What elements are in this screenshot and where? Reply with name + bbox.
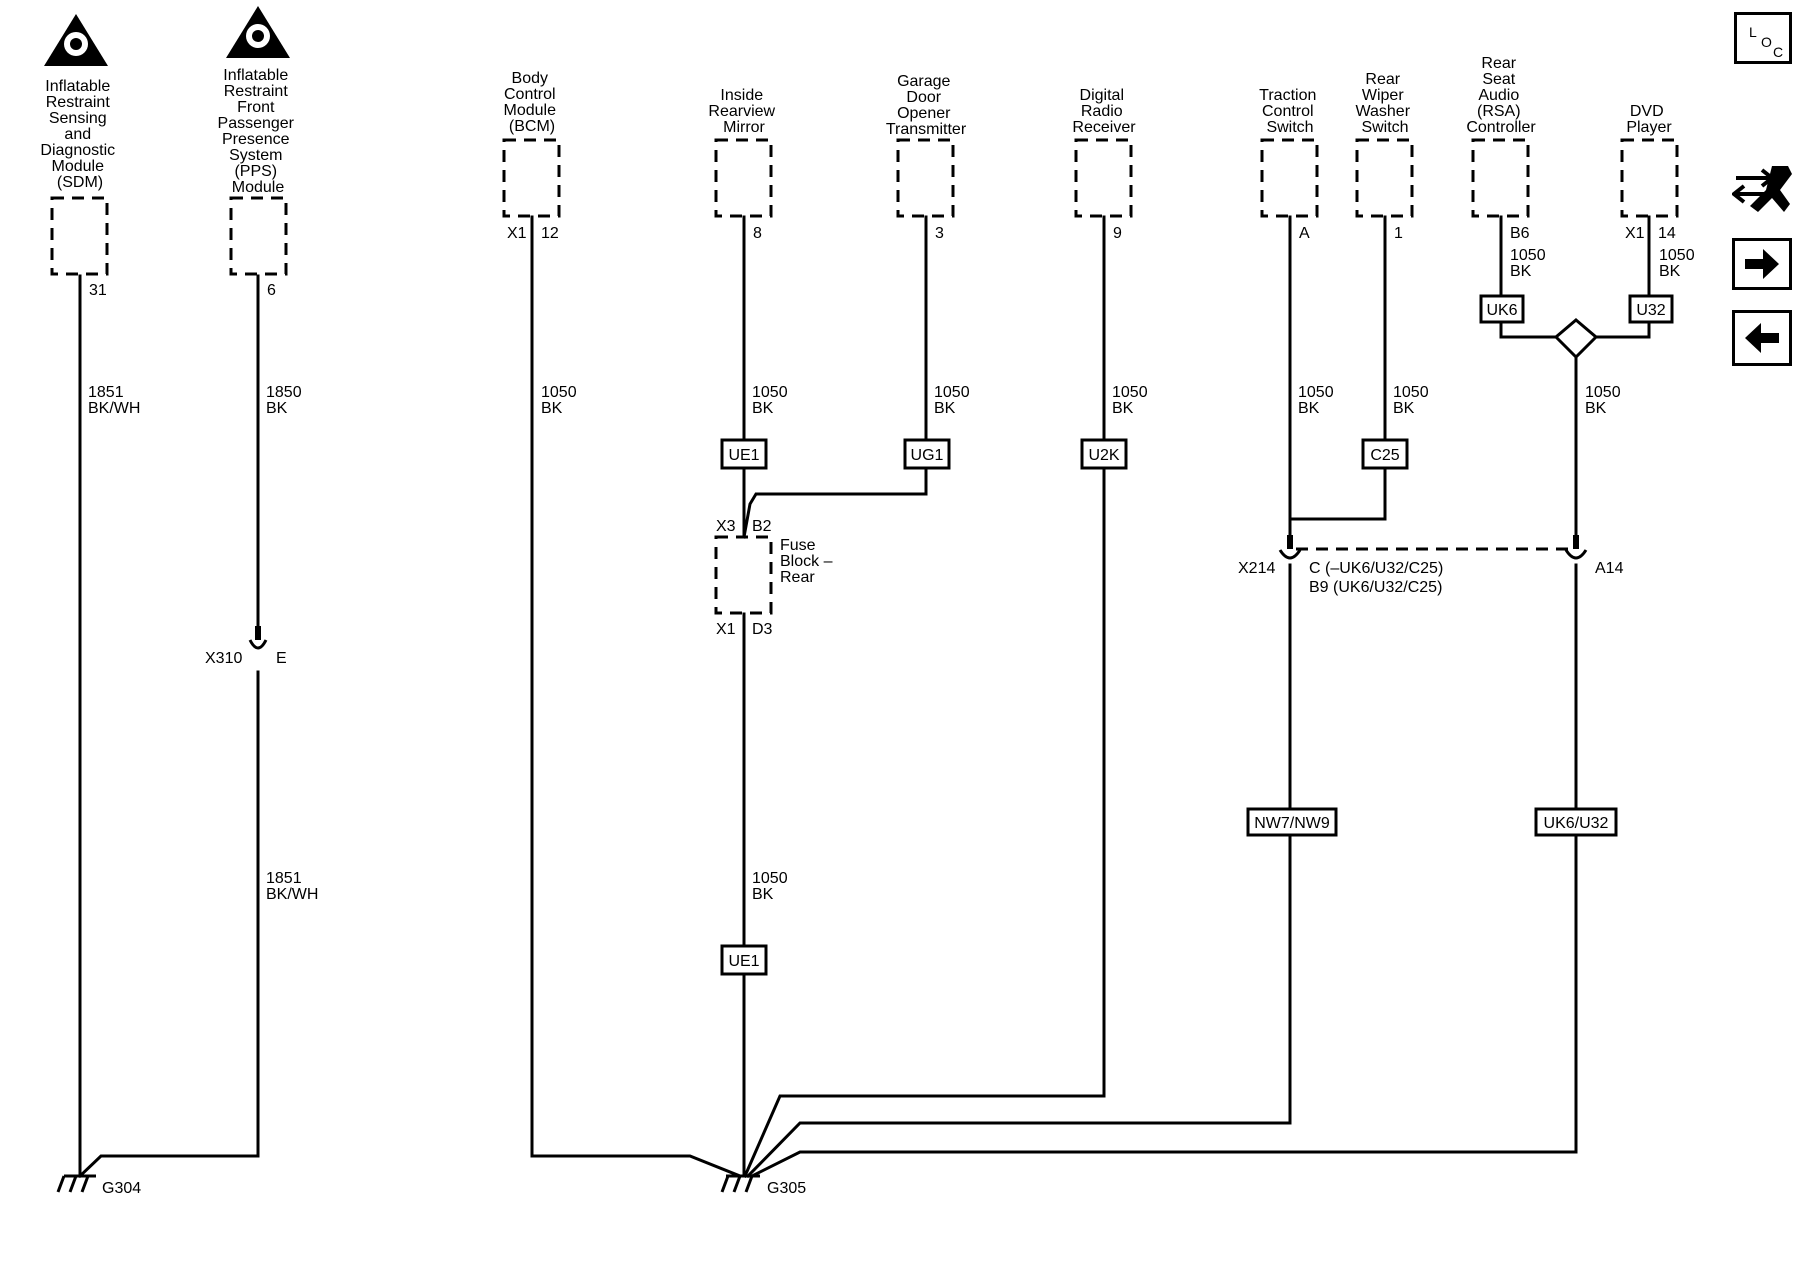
svg-text:L: L xyxy=(1749,24,1757,40)
bcm-label: Body Control Module (BCM) xyxy=(504,70,561,135)
option-label: UK6/U32 xyxy=(1544,815,1609,832)
option-label: NW7/NW9 xyxy=(1254,815,1330,832)
pin-label: B9 (UK6/U32/C25) xyxy=(1309,579,1442,596)
ground-label: G304 xyxy=(102,1180,141,1197)
connector-label: X3 xyxy=(716,518,736,535)
svg-text:C: C xyxy=(1773,44,1783,60)
dvd-label: DVD Player xyxy=(1626,103,1672,136)
svg-text:O: O xyxy=(1761,34,1772,50)
garage-label: Garage Door Opener Transmitter xyxy=(886,73,967,138)
pin-label: 6 xyxy=(267,282,276,299)
option-label: UE1 xyxy=(728,953,759,970)
ground-label: G305 xyxy=(767,1180,806,1197)
location-view-button[interactable]: L O C xyxy=(1734,12,1792,64)
option-label: UE1 xyxy=(728,447,759,464)
arrow-right-icon xyxy=(1745,249,1779,279)
pin-label: 1 xyxy=(1394,225,1403,242)
option-label: UK6 xyxy=(1486,302,1517,319)
airbag-warning-icon xyxy=(44,14,108,66)
pin-label: 3 xyxy=(935,225,944,242)
arrow-left-icon xyxy=(1745,323,1779,353)
mirror-label: Inside Rearview Mirror xyxy=(708,87,779,136)
sdm-label: Inflatable Restraint Sensing and Diagnos… xyxy=(40,78,119,191)
next-page-button[interactable] xyxy=(1732,238,1792,290)
connector-label: X214 xyxy=(1238,560,1275,577)
location-icon: L O C xyxy=(1749,24,1783,60)
traction-label: Traction Control Switch xyxy=(1259,87,1321,136)
pin-label: B6 xyxy=(1510,225,1530,242)
pin-label: 9 xyxy=(1113,225,1122,242)
radio-label: Digital Radio Receiver xyxy=(1072,87,1136,136)
connector-label: X310 xyxy=(205,650,242,667)
connector-label: X1 xyxy=(1625,225,1645,242)
pin-label: 14 xyxy=(1658,225,1676,242)
fuse-block-label: Fuse Block – Rear xyxy=(780,537,837,586)
wrench-arrows-icon xyxy=(1730,166,1792,212)
option-label: UG1 xyxy=(911,447,944,464)
option-label: C25 xyxy=(1370,447,1399,464)
schematic-view-button[interactable] xyxy=(1730,160,1794,218)
pin-label: 8 xyxy=(753,225,762,242)
connector-label: X1 xyxy=(507,225,527,242)
pin-label: C (–UK6/U32/C25) xyxy=(1309,560,1443,577)
pin-label: 12 xyxy=(541,225,559,242)
connector-label: X1 xyxy=(716,621,736,638)
wiper-label: Rear Wiper Washer Switch xyxy=(1356,71,1415,136)
previous-page-button[interactable] xyxy=(1732,310,1792,366)
pin-label: B2 xyxy=(752,518,772,535)
option-label: U32 xyxy=(1636,302,1665,319)
pin-label: D3 xyxy=(752,621,773,638)
rsa-label: Rear Seat Audio (RSA) Controller xyxy=(1466,55,1536,136)
pin-label: A14 xyxy=(1595,560,1624,577)
pin-label: 31 xyxy=(89,282,107,299)
option-label: U2K xyxy=(1088,447,1119,464)
pin-label: A xyxy=(1299,225,1310,242)
pin-label: E xyxy=(276,650,287,667)
pps-label: Inflatable Restraint Front Passenger Pre… xyxy=(218,67,299,196)
airbag-warning-icon xyxy=(226,6,290,58)
